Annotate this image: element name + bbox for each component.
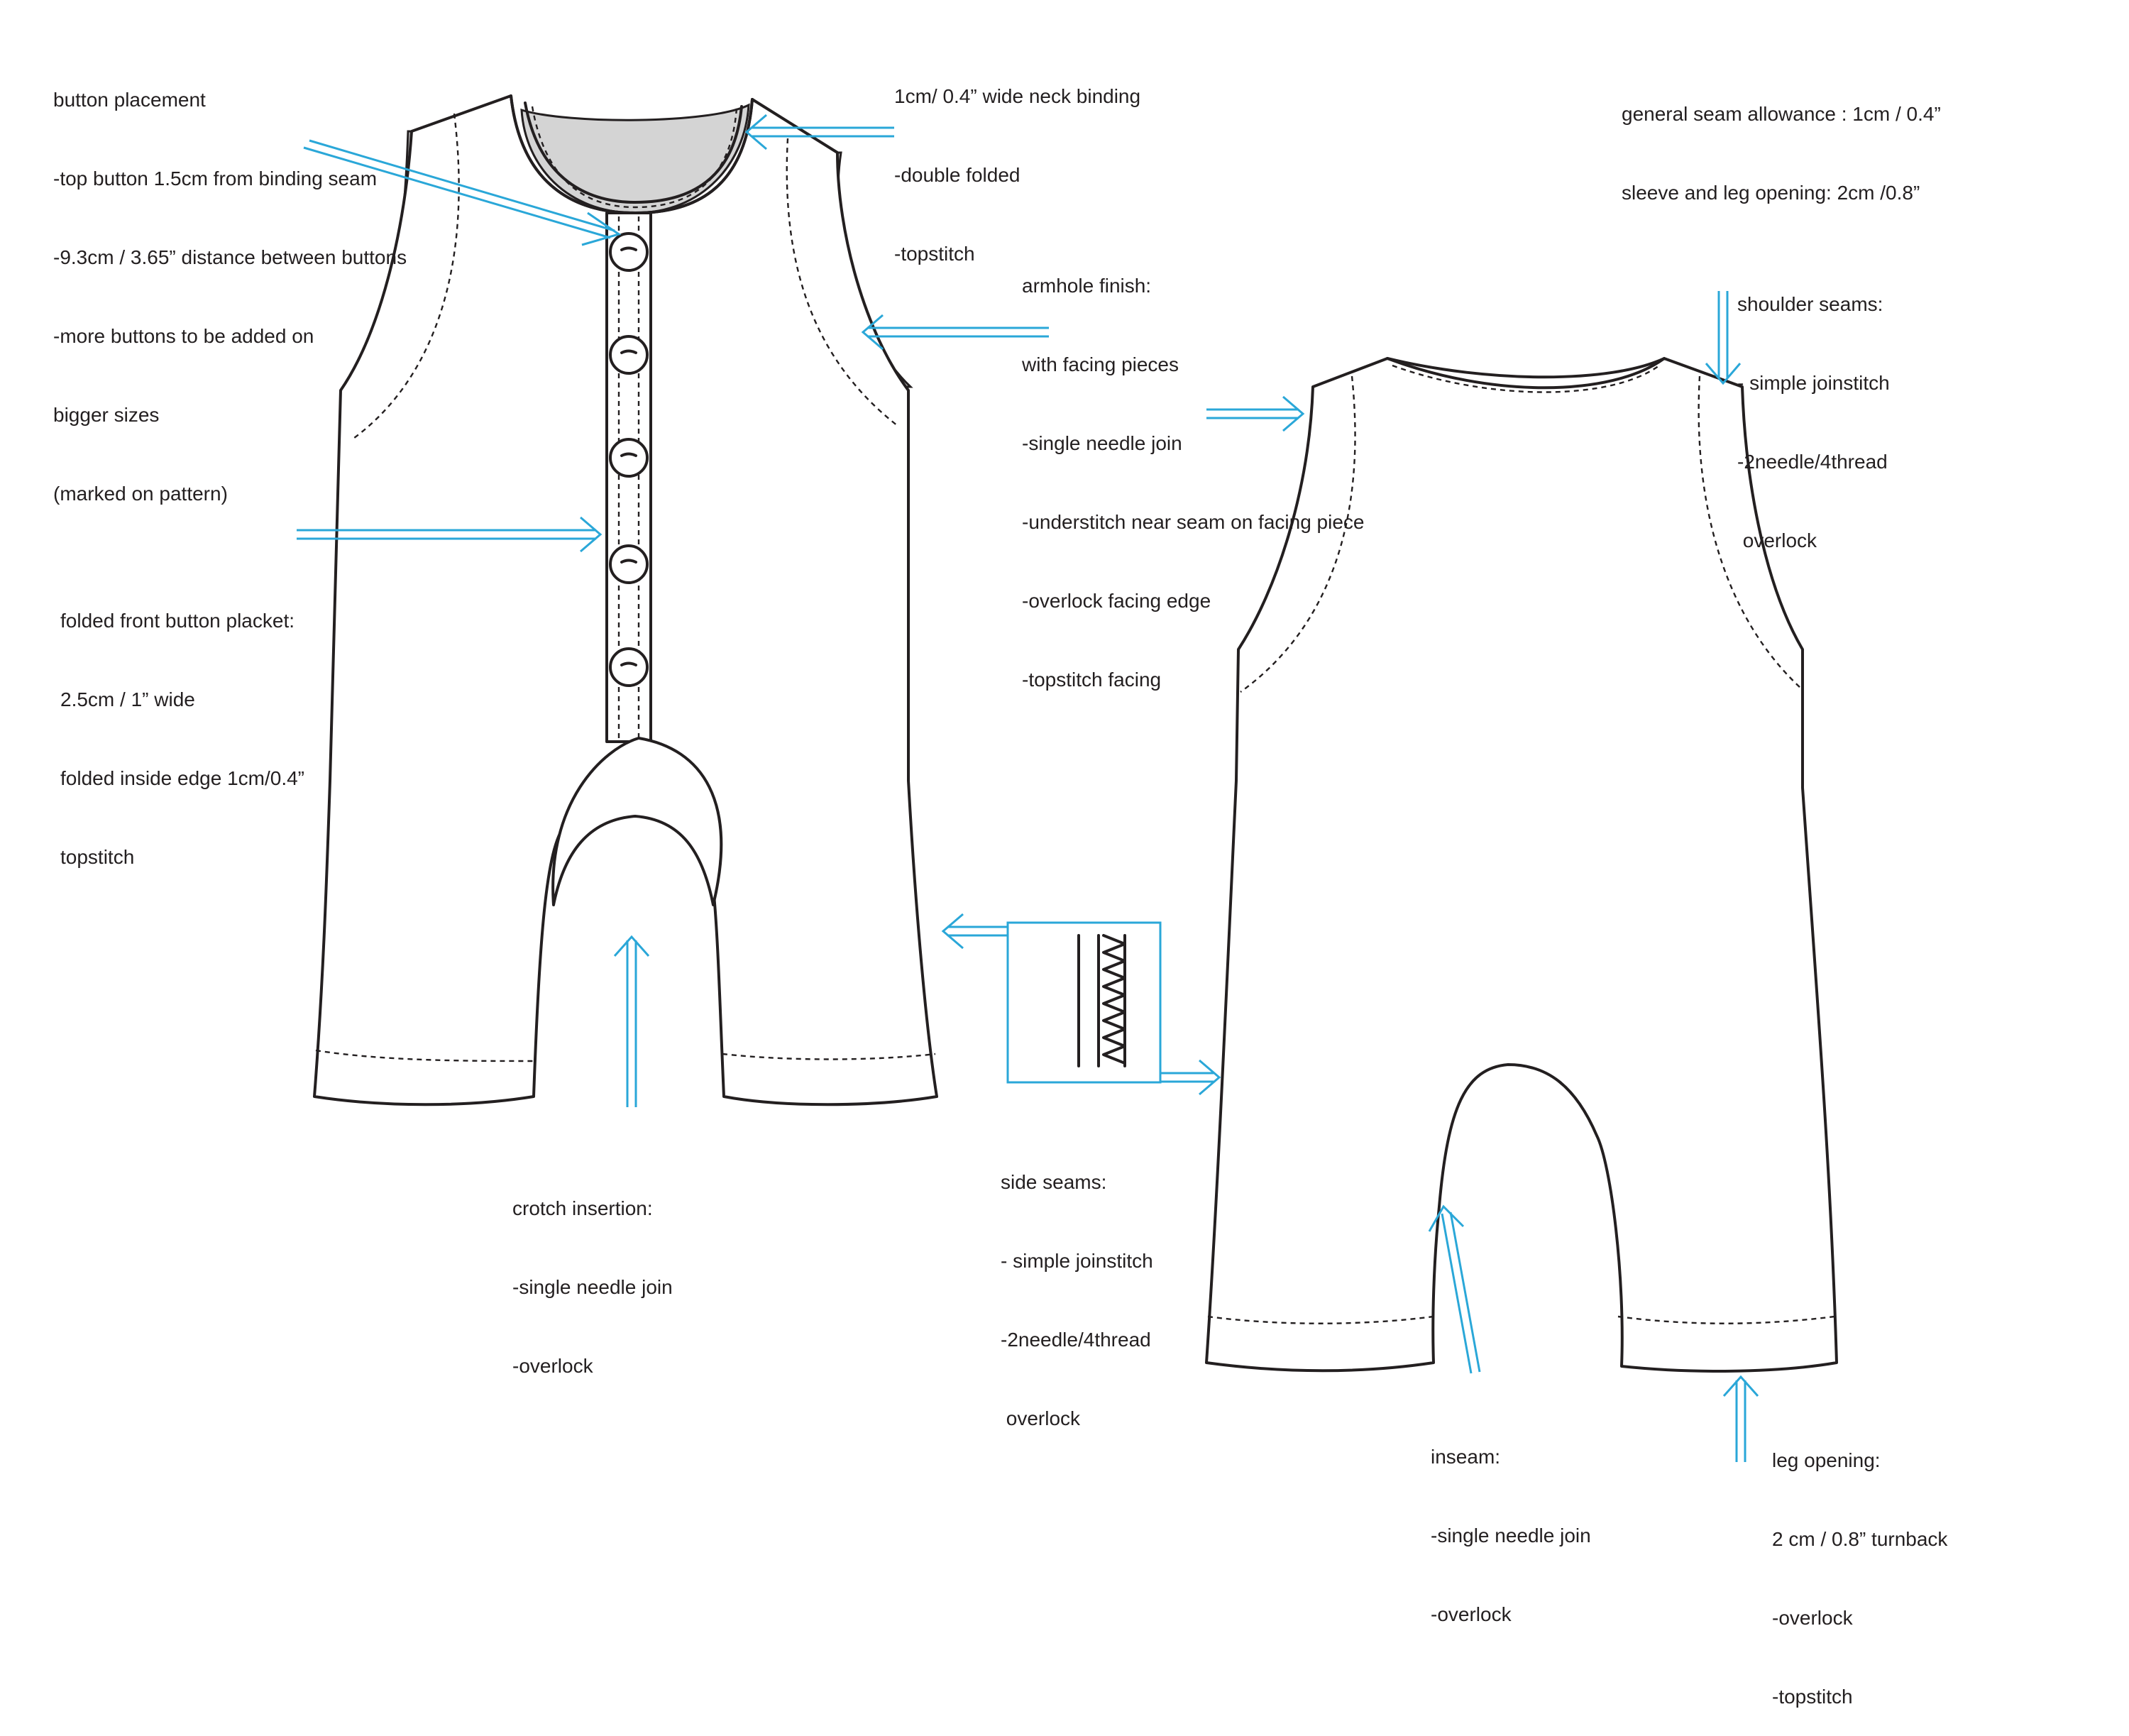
note-armhole-finish: armhole finish: with facing pieces -sing… [1022, 275, 1365, 691]
note-seam-allowance: general seam allowance : 1cm / 0.4” slee… [1622, 103, 1941, 204]
front-right-armhole-topstitch [786, 138, 898, 427]
front-neck-binding-inner [524, 101, 743, 204]
back-right-armhole-topstitch [1698, 375, 1802, 689]
note-leg-opening: leg opening: 2 cm / 0.8” turnback -overl… [1772, 1449, 1948, 1708]
note-crotch-insertion: crotch insertion: -single needle join -o… [512, 1197, 673, 1377]
arrow-armhole-finish [861, 314, 1049, 351]
button [609, 232, 649, 272]
note-inseam: inseam: -single needle join -overlock [1431, 1446, 1591, 1625]
front-crotch-insertion [551, 737, 723, 906]
back-right-leg-hem [1617, 1315, 1835, 1324]
button [609, 438, 649, 478]
side-seam-detail [1006, 921, 1162, 1084]
arrow-side-seam-front [941, 913, 1008, 950]
front-buttons [609, 232, 649, 687]
back-body-outline [1205, 357, 1838, 1373]
arrow-crotch-insertion [613, 935, 650, 1107]
arrow-inseam [1428, 1204, 1481, 1374]
front-inner-neck [520, 103, 750, 214]
arrow-button-placket [297, 516, 603, 553]
button [609, 335, 649, 375]
note-side-seams: side seams: - simple joinstitch -2needle… [1001, 1171, 1153, 1429]
back-left-leg-hem [1207, 1315, 1434, 1324]
button [609, 544, 649, 584]
note-shoulder-seams: shoulder seams: - simple joinstitch -2ne… [1737, 293, 1890, 551]
arrow-button-placement [303, 139, 622, 246]
front-neck-topstitch [531, 106, 738, 209]
arrow-side-seam-back [1160, 1059, 1221, 1096]
button [609, 647, 649, 687]
side-seam-detail-frame [1006, 921, 1162, 1084]
back-left-armhole-topstitch [1240, 375, 1356, 693]
front-left-armhole-topstitch [351, 113, 460, 441]
back-neck-binding [1386, 357, 1666, 390]
front-view [313, 94, 938, 1106]
arrow-neck-binding [744, 114, 894, 150]
arrow-leg-opening [1722, 1375, 1759, 1462]
back-view [1205, 357, 1838, 1373]
front-right-leg-hem [722, 1053, 936, 1060]
arrow-back-armhole [1206, 395, 1305, 432]
flat-sketch [297, 94, 1838, 1462]
note-neck-binding: 1cm/ 0.4” wide neck binding -double fold… [894, 85, 1141, 265]
note-button-placement: button placement -top button 1.5cm from … [53, 89, 407, 505]
annotation-arrows [297, 114, 1759, 1462]
arrow-shoulder-seams [1705, 291, 1742, 385]
note-button-placket: folded front button placket: 2.5cm / 1” … [60, 610, 304, 868]
overlock-stitch [1102, 934, 1126, 1065]
